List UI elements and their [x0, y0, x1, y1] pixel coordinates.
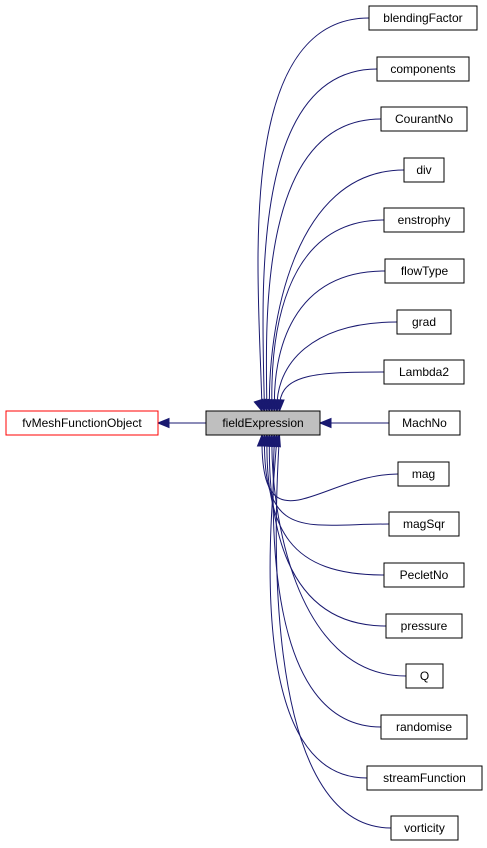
- node-streamFunction[interactable]: streamFunction: [366, 765, 483, 791]
- node-label-PecletNo: PecletNo: [400, 568, 449, 582]
- node-components[interactable]: components: [376, 56, 470, 82]
- node-magSqr[interactable]: magSqr: [388, 511, 460, 537]
- edge-streamFunction-to-fieldExpression: [268, 433, 368, 779]
- node-flowType[interactable]: flowType: [384, 258, 465, 284]
- node-Lambda2[interactable]: Lambda2: [383, 359, 465, 385]
- node-grad[interactable]: grad: [396, 309, 452, 335]
- edge-Q-to-fieldExpression: [264, 433, 407, 677]
- node-label-mag: mag: [412, 467, 435, 481]
- node-MachNo[interactable]: MachNo: [388, 410, 461, 436]
- node-CourantNo[interactable]: CourantNo: [380, 106, 468, 132]
- node-enstrophy[interactable]: enstrophy: [383, 207, 465, 233]
- node-label-blendingFactor: blendingFactor: [383, 11, 462, 25]
- edge-blendingFactor-to-fieldExpression: [253, 17, 370, 413]
- edge-PecletNo-to-fieldExpression: [260, 433, 385, 576]
- node-vorticity[interactable]: vorticity: [390, 815, 459, 841]
- edge-flowType-to-fieldExpression: [268, 270, 386, 413]
- edge-MachNo-to-fieldExpression: [318, 417, 389, 429]
- node-label-Q: Q: [420, 669, 429, 683]
- node-PecletNo[interactable]: PecletNo: [383, 562, 465, 588]
- node-label-div: div: [416, 163, 431, 177]
- edge-fieldExpression-to-fvMeshFunctionObject: [156, 417, 206, 429]
- node-label-flowType: flowType: [401, 264, 449, 278]
- node-label-randomise: randomise: [396, 720, 452, 734]
- edge-components-to-fieldExpression: [256, 68, 378, 413]
- node-label-grad: grad: [412, 315, 436, 329]
- node-blendingFactor[interactable]: blendingFactor: [368, 5, 478, 31]
- edge-pressure-to-fieldExpression: [262, 433, 387, 627]
- edge-layer: [156, 17, 407, 829]
- node-mag[interactable]: mag: [397, 461, 450, 487]
- node-randomise[interactable]: randomise: [380, 714, 468, 740]
- edge-grad-to-fieldExpression: [271, 321, 398, 413]
- edge-CourantNo-to-fieldExpression: [259, 118, 382, 413]
- node-label-magSqr: magSqr: [403, 517, 445, 531]
- edge-Lambda2-to-fieldExpression: [274, 371, 385, 413]
- node-Q[interactable]: Q: [405, 663, 444, 689]
- node-layer: fvMeshFunctionObject fieldExpression ble…: [5, 5, 483, 841]
- node-label-vorticity: vorticity: [404, 821, 445, 835]
- node-pressure[interactable]: pressure: [385, 613, 463, 639]
- node-label-streamFunction: streamFunction: [383, 771, 466, 785]
- node-fvMeshFunctionObject[interactable]: fvMeshFunctionObject: [5, 410, 159, 436]
- node-fieldExpression[interactable]: fieldExpression: [205, 410, 321, 436]
- node-label-pressure: pressure: [401, 619, 448, 633]
- edge-vorticity-to-fieldExpression: [270, 433, 392, 829]
- node-label-MachNo: MachNo: [402, 416, 447, 430]
- node-label-Lambda2: Lambda2: [399, 365, 449, 379]
- node-label-CourantNo: CourantNo: [395, 112, 453, 126]
- node-label-fieldExpression: fieldExpression: [222, 416, 303, 430]
- node-label-components: components: [390, 62, 455, 76]
- node-label-fvMeshFunctionObject: fvMeshFunctionObject: [22, 416, 142, 430]
- node-div[interactable]: div: [403, 157, 445, 183]
- node-label-enstrophy: enstrophy: [398, 213, 451, 227]
- edge-enstrophy-to-fieldExpression: [265, 219, 385, 413]
